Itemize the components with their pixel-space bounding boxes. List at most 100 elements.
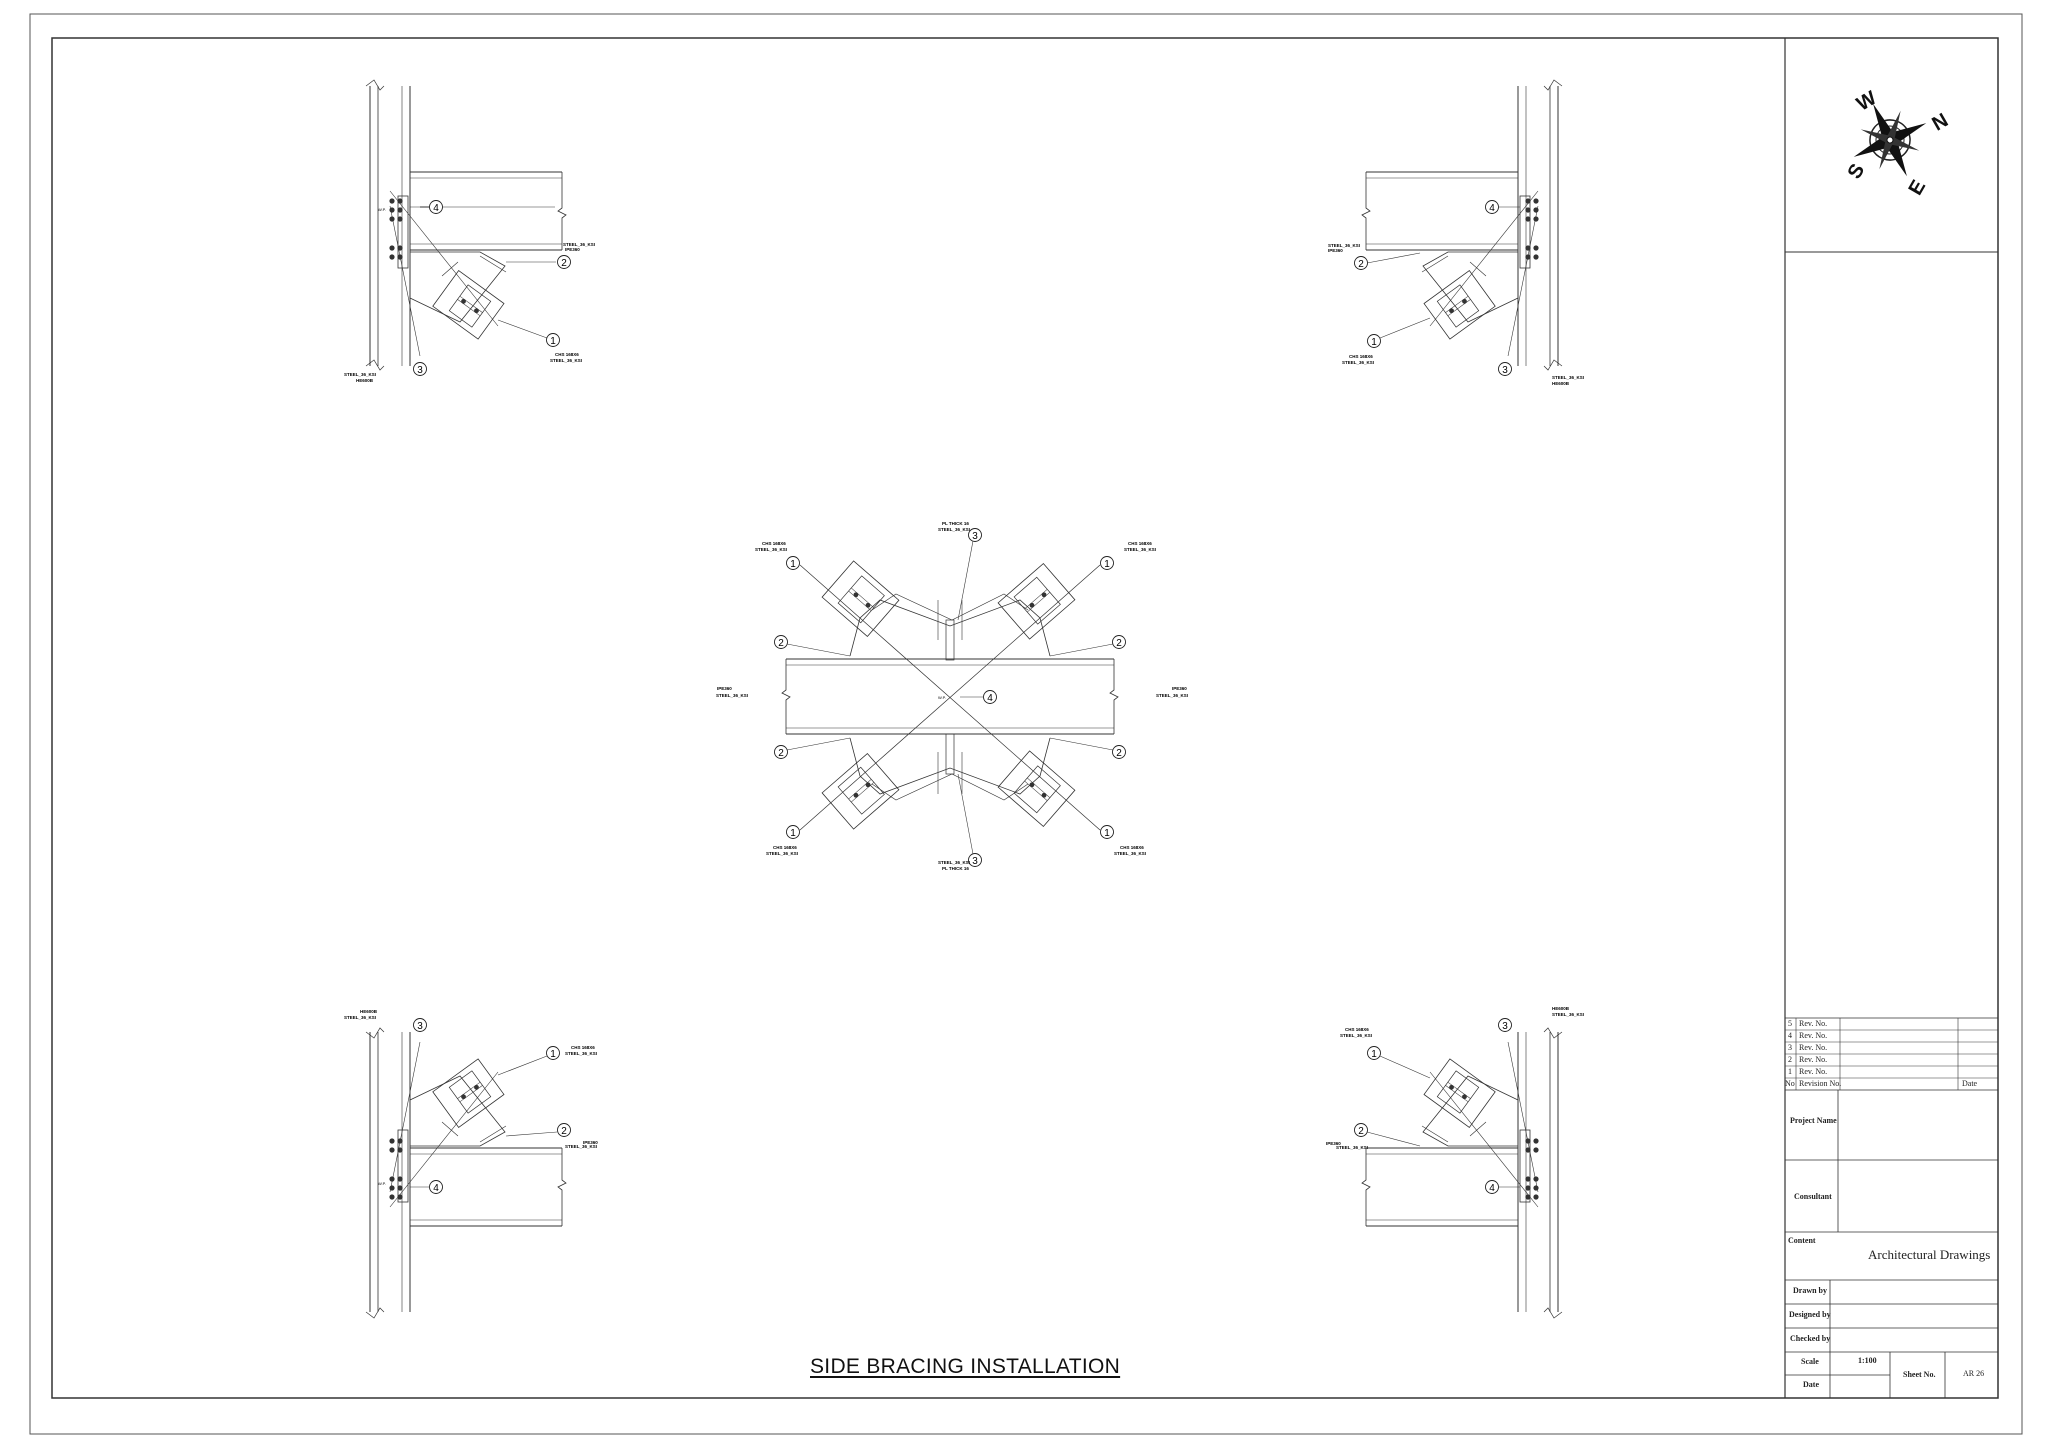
svg-text:STEEL_36_KSI: STEEL_36_KSI (1340, 1033, 1372, 1038)
svg-text:3: 3 (1502, 1021, 1508, 1032)
inner-border (51, 37, 1999, 1399)
svg-text:HE600B: HE600B (1552, 381, 1570, 386)
svg-text:PL THICK 16: PL THICK 16 (942, 866, 969, 871)
svg-text:STEEL_36_KSI: STEEL_36_KSI (1336, 1145, 1368, 1150)
svg-text:W.P.: W.P. (938, 695, 946, 700)
checked-by-label: Checked by (1790, 1334, 1831, 1343)
svg-text:IPE360: IPE360 (1326, 1141, 1341, 1146)
svg-text:2: 2 (561, 258, 567, 269)
sheet-no-label: Sheet No. (1903, 1370, 1936, 1379)
drawing-title: SIDE BRACING INSTALLATION (810, 1355, 1121, 1378)
svg-text:CHS 168X6: CHS 168X6 (1349, 354, 1373, 359)
svg-text:2: 2 (778, 748, 784, 759)
rev-no-1: 1 (1788, 1067, 1792, 1076)
svg-text:HE600B: HE600B (1552, 1006, 1570, 1011)
svg-text:3: 3 (972, 531, 978, 542)
designed-by-label: Designed by (1789, 1310, 1831, 1319)
rev-header-no: No (1785, 1079, 1795, 1088)
detail-center: 1 1 1 1 2 2 2 2 3 3 4 W.P. CHS 168X6 STE… (716, 521, 1188, 871)
compass-north: N (1929, 109, 1953, 135)
svg-text:IPE360: IPE360 (565, 247, 580, 252)
svg-text:STEEL_36_KSI: STEEL_36_KSI (344, 1015, 376, 1020)
svg-text:CHS 168X6: CHS 168X6 (1128, 541, 1152, 546)
svg-text:IPE360: IPE360 (1172, 686, 1187, 691)
svg-text:STEEL_36_KSI: STEEL_36_KSI (563, 242, 595, 247)
svg-text:1: 1 (550, 1049, 556, 1060)
svg-text:1: 1 (1104, 559, 1110, 570)
consultant-label: Consultant (1794, 1192, 1832, 1201)
svg-text:STEEL_36_KSI: STEEL_36_KSI (1552, 1012, 1584, 1017)
svg-text:STEEL_36_KSI: STEEL_36_KSI (1342, 360, 1374, 365)
svg-text:STEEL_36_KSI: STEEL_36_KSI (550, 358, 582, 363)
svg-text:IPE360: IPE360 (583, 1140, 598, 1145)
svg-text:HE600B: HE600B (360, 1009, 378, 1014)
svg-text:4: 4 (1489, 1183, 1495, 1194)
scale-value: 1:100 (1858, 1356, 1877, 1365)
rev-no-3: 3 (1788, 1043, 1792, 1052)
svg-text:STEEL_36_KSI: STEEL_36_KSI (1156, 693, 1188, 698)
svg-text:CHS 168X6: CHS 168X6 (773, 845, 797, 850)
compass-south: S (1843, 160, 1869, 183)
svg-text:3: 3 (1502, 365, 1508, 376)
svg-text:1: 1 (1104, 828, 1110, 839)
svg-text:1: 1 (1371, 1049, 1377, 1060)
scale-label: Scale (1801, 1357, 1819, 1366)
date-label: Date (1803, 1380, 1819, 1389)
svg-text:3: 3 (972, 856, 978, 867)
outer-border (29, 13, 2023, 1435)
svg-text:1: 1 (790, 828, 796, 839)
svg-text:1: 1 (790, 559, 796, 570)
drawn-by-label: Drawn by (1793, 1286, 1828, 1295)
rev-no-4: 4 (1788, 1031, 1792, 1040)
svg-text:STEEL_36_KSI: STEEL_36_KSI (938, 860, 970, 865)
svg-text:2: 2 (1116, 748, 1122, 759)
svg-text:STEEL_36_KSI: STEEL_36_KSI (344, 372, 376, 377)
rev-no-5: 5 (1788, 1019, 1792, 1028)
title-block (1785, 1017, 1998, 1398)
svg-text:HE600B: HE600B (356, 378, 374, 383)
detail-top-right: 4 2 1 3 STEEL_36_KSI IPE360 CHS 168X6 ST… (1328, 79, 1584, 386)
svg-text:W.P.: W.P. (378, 1181, 386, 1186)
compass-east: E (1904, 176, 1930, 199)
svg-text:W.P.: W.P. (378, 207, 386, 212)
rev-header-date: Date (1962, 1079, 1978, 1088)
svg-text:3: 3 (417, 365, 423, 376)
rev-label-3: Rev. No. (1799, 1043, 1828, 1052)
svg-text:CHS 168X6: CHS 168X6 (555, 352, 579, 357)
svg-text:STEEL_36_KSI: STEEL_36_KSI (565, 1144, 597, 1149)
sheet-no-value: AR 26 (1963, 1369, 1985, 1378)
svg-text:IPE360: IPE360 (717, 686, 732, 691)
svg-text:3: 3 (417, 1021, 423, 1032)
svg-text:STEEL_36_KSI: STEEL_36_KSI (1552, 375, 1584, 380)
detail-bottom-right: 3 1 2 4 HE600B STEEL_36_KSI CHS 168X6 ST… (1326, 1006, 1584, 1319)
svg-text:STEEL_36_KSI: STEEL_36_KSI (1124, 547, 1156, 552)
svg-text:4: 4 (433, 203, 439, 214)
svg-text:STEEL_36_KSI: STEEL_36_KSI (565, 1051, 597, 1056)
rev-header-label: Revision No. (1799, 1079, 1842, 1088)
svg-text:CHS 168X6: CHS 168X6 (1120, 845, 1144, 850)
svg-text:2: 2 (1116, 638, 1122, 649)
content-value: Architectural Drawings (1868, 1247, 1991, 1262)
svg-text:CHS 168X6: CHS 168X6 (762, 541, 786, 546)
svg-text:STEEL_36_KSI: STEEL_36_KSI (938, 527, 970, 532)
rev-label-4: Rev. No. (1799, 1031, 1828, 1040)
rev-label-1: Rev. No. (1799, 1067, 1828, 1076)
svg-text:IPE360: IPE360 (1328, 248, 1343, 253)
compass-icon (1853, 103, 1927, 177)
svg-text:2: 2 (1358, 1126, 1364, 1137)
content-label: Content (1788, 1236, 1816, 1245)
svg-text:2: 2 (561, 1126, 567, 1137)
svg-text:STEEL_36_KSI: STEEL_36_KSI (1114, 851, 1146, 856)
rev-label-2: Rev. No. (1799, 1055, 1828, 1064)
detail-top-left: 4 2 1 3 W.P. STEEL_36_KSI IPE360 CHS 168… (344, 79, 595, 383)
svg-text:CHS 168X6: CHS 168X6 (1345, 1027, 1369, 1032)
svg-text:2: 2 (778, 638, 784, 649)
svg-text:STEEL_36_KSI: STEEL_36_KSI (755, 547, 787, 552)
svg-text:PL THICK 16: PL THICK 16 (942, 521, 969, 526)
svg-text:1: 1 (1371, 337, 1377, 348)
svg-text:CHS 168X6: CHS 168X6 (571, 1045, 595, 1050)
svg-text:STEEL_36_KSI: STEEL_36_KSI (716, 693, 748, 698)
svg-text:1: 1 (550, 336, 556, 347)
detail-bottom-left: 3 1 2 4 W.P. HE600B STEEL_36_KSI CHS 168… (344, 1009, 598, 1319)
